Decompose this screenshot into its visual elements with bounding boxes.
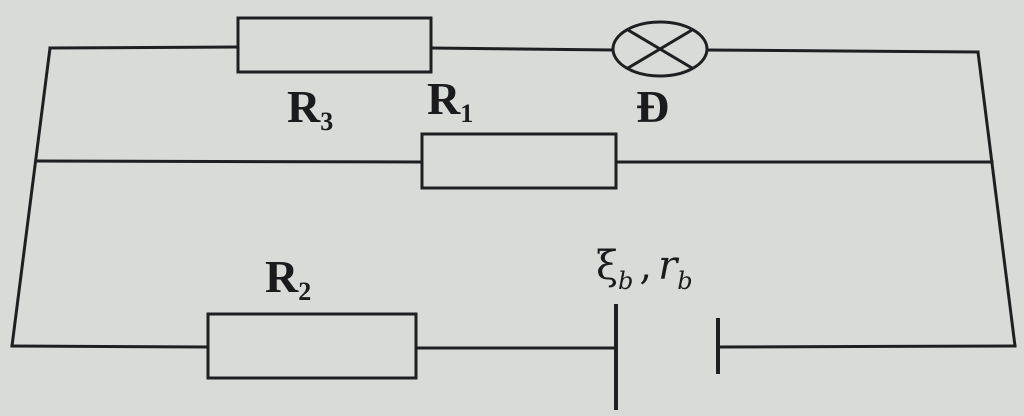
label-emf-symbol: ξ	[596, 243, 619, 289]
top-wire-mid	[429, 46, 614, 52]
label-r3-sub: 3	[320, 107, 334, 136]
right-wire	[976, 50, 1017, 348]
middle-wire-left	[34, 159, 424, 164]
label-r2-main: R	[265, 251, 299, 302]
bottom-wire-right	[716, 344, 1017, 349]
label-lamp-main: Đ	[636, 81, 670, 132]
bottom-wire-left	[10, 344, 210, 349]
resistor-r2	[206, 312, 418, 380]
top-wire-left	[48, 45, 240, 50]
lamp-icon	[611, 20, 709, 78]
label-r2: R2	[265, 254, 311, 305]
label-r1-main: R	[427, 73, 461, 124]
resistor-r3	[236, 16, 433, 74]
label-internal-r-sub: b	[677, 267, 693, 295]
top-wire-right	[705, 48, 980, 54]
label-internal-r: r	[658, 243, 678, 289]
label-r1-sub: 1	[460, 99, 474, 128]
label-lamp: Đ	[636, 84, 669, 130]
left-wire	[10, 46, 52, 348]
label-emf-sub: b	[618, 267, 634, 295]
resistor-r1	[420, 132, 618, 190]
label-r3: R3	[287, 84, 333, 135]
label-r3-main: R	[287, 81, 321, 132]
battery-icon	[614, 304, 720, 410]
label-r2-sub: 2	[298, 277, 312, 306]
label-source: ξb,rb	[596, 246, 693, 293]
label-r1: R1	[427, 76, 473, 127]
label-source-separator: ,	[639, 243, 653, 289]
